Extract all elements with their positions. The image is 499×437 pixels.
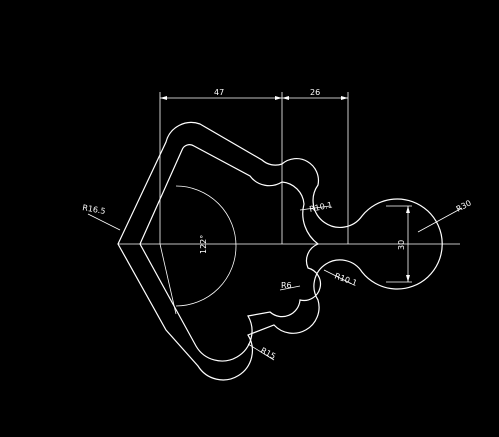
- dimension-30-label: 30: [397, 240, 406, 250]
- leader-r15: [247, 343, 275, 361]
- leader-r10-1-bottom: [323, 269, 353, 285]
- r10-1-bottom-label: R10.1: [333, 271, 358, 287]
- r6-label: R6: [281, 281, 292, 290]
- arrowhead: [275, 96, 282, 100]
- r15-label: R15: [259, 346, 277, 361]
- angle-leg: [159, 243, 177, 315]
- angle-arc: [175, 185, 237, 307]
- radius-leaders: R16.5 R10.1 R30 R10.1 R6 R15: [82, 198, 473, 361]
- r16-5-label: R16.5: [82, 203, 107, 216]
- leader-r30: [417, 207, 463, 233]
- r30-label: R30: [455, 198, 473, 213]
- dimension-26-label: 26: [310, 88, 320, 97]
- leader-r6: [279, 285, 301, 291]
- dimension-47-label: 47: [214, 88, 224, 97]
- top-dimension: 47 26: [159, 88, 349, 244]
- leader-r10-1-top: [299, 205, 331, 211]
- arrowhead: [282, 96, 289, 100]
- vertical-dimension: 30: [386, 205, 412, 283]
- arrowhead: [341, 96, 348, 100]
- inner-profile: [139, 144, 322, 362]
- leader-r16-5: [87, 213, 121, 231]
- angle-122-label: 122°: [199, 235, 208, 254]
- r10-1-top-label: R10.1: [309, 200, 334, 214]
- arrowhead: [406, 275, 410, 282]
- arrowhead: [160, 96, 167, 100]
- arrowhead: [406, 206, 410, 213]
- outer-profile: [117, 121, 443, 381]
- angle-dimension: 122°: [159, 185, 237, 315]
